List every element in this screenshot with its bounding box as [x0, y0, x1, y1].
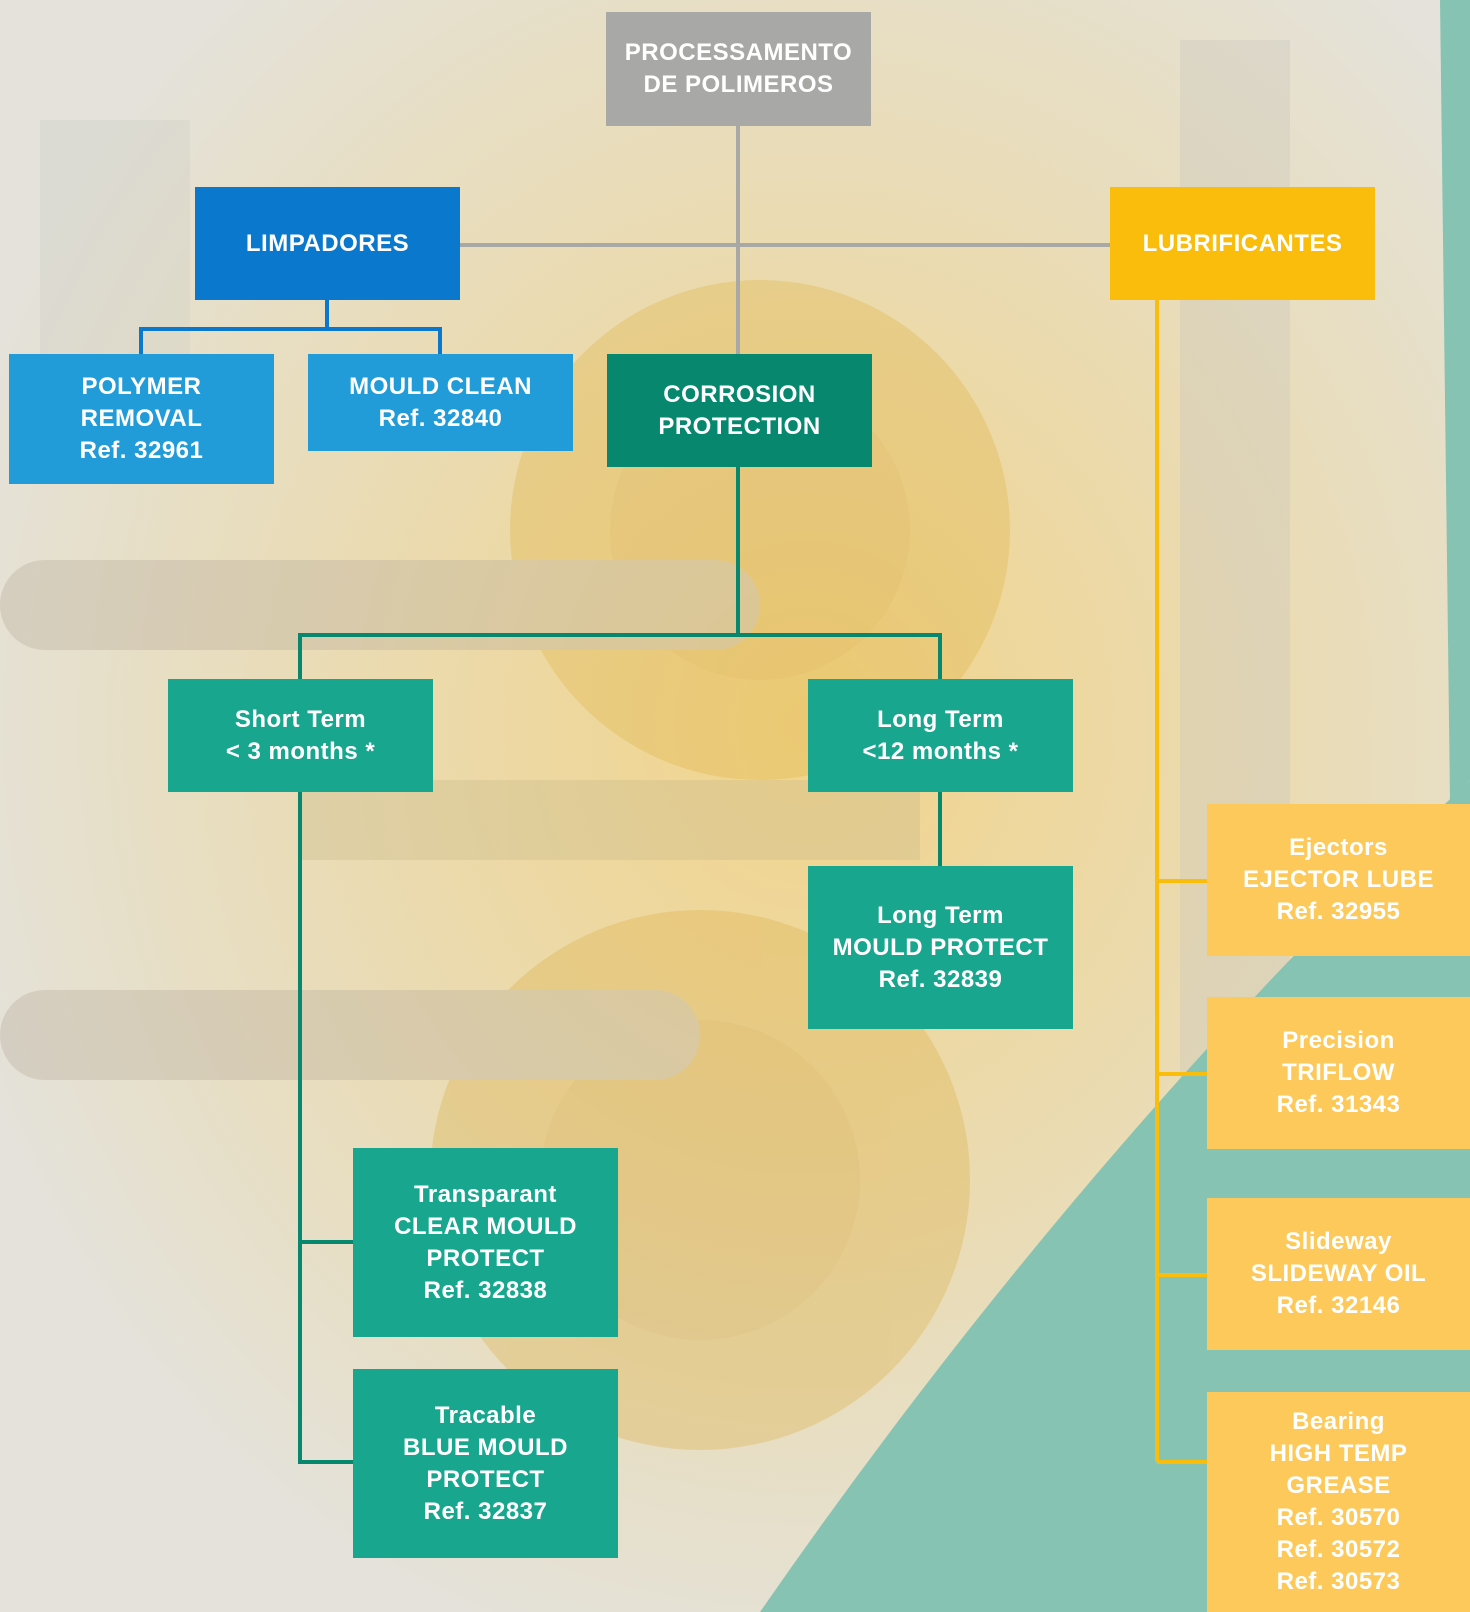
triflow-node: Precision TRIFLOW Ref. 31343	[1207, 997, 1470, 1149]
node-line: Ref. 30572	[1276, 1536, 1401, 1563]
node-line: Ejectors	[1289, 834, 1388, 861]
node-line: BLUE MOULD	[403, 1433, 568, 1461]
connector-corrosion-branches	[298, 633, 942, 679]
root-line: PROCESSAMENTO	[624, 39, 853, 66]
clear-mould-protect-node: Transparant CLEAR MOULD PROTECT Ref. 328…	[353, 1148, 618, 1337]
node-line: Transparant	[414, 1180, 557, 1208]
corrosion-protection-node: CORROSION PROTECTION	[607, 354, 872, 467]
slideway-oil-node: Slideway SLIDEWAY OIL Ref. 32146	[1207, 1198, 1470, 1350]
root-line: DE POLIMEROS	[643, 71, 834, 98]
node-line: PROTECTION	[658, 412, 821, 440]
node-line: MOULD PROTECT	[832, 933, 1049, 961]
node-line: Ref. 32146	[1276, 1292, 1401, 1319]
node-line: Ref. 30573	[1276, 1568, 1401, 1595]
node-line: Ref. 31343	[1276, 1091, 1401, 1118]
node-line: POLYMER	[81, 373, 202, 400]
node-line: Ref. 32840	[378, 404, 503, 432]
node-line: Precision	[1282, 1027, 1395, 1054]
node-line: GREASE	[1286, 1472, 1391, 1499]
high-temp-grease-node: Bearing HIGH TEMP GREASE Ref. 30570 Ref.…	[1207, 1392, 1470, 1612]
node-line: TRIFLOW	[1282, 1059, 1395, 1086]
connector-short-term	[298, 792, 353, 1464]
node-line: Ref. 32955	[1276, 898, 1401, 925]
lubrificantes-node: LUBRIFICANTES	[1110, 187, 1375, 300]
blue-mould-protect-node: Tracable BLUE MOULD PROTECT Ref. 32837	[353, 1369, 618, 1558]
ejector-lube-node: Ejectors EJECTOR LUBE Ref. 32955	[1207, 804, 1470, 956]
node-line: <12 months *	[862, 737, 1019, 765]
node-line: HIGH TEMP	[1269, 1440, 1408, 1467]
connector-limpadores	[139, 327, 442, 354]
node-line: Ref. 30570	[1276, 1504, 1401, 1531]
node-line: Slideway	[1285, 1228, 1392, 1255]
limpadores-label: LIMPADORES	[245, 229, 410, 257]
limpadores-node: LIMPADORES	[195, 187, 460, 300]
node-line: CORROSION	[663, 380, 816, 408]
node-line: PROTECT	[426, 1465, 545, 1493]
node-line: Short Term	[234, 705, 367, 733]
node-line: EJECTOR LUBE	[1243, 866, 1434, 893]
root-node: PROCESSAMENTO DE POLIMEROS	[606, 12, 871, 126]
node-line: PROTECT	[426, 1244, 545, 1272]
node-line: SLIDEWAY OIL	[1250, 1260, 1427, 1287]
long-term-mould-protect-node: Long Term MOULD PROTECT Ref. 32839	[808, 866, 1073, 1029]
node-line: Bearing	[1292, 1408, 1385, 1435]
node-line: Tracable	[434, 1401, 537, 1429]
node-line: < 3 months *	[225, 737, 376, 765]
node-line: CLEAR MOULD	[394, 1212, 577, 1240]
node-line: Ref. 32839	[878, 965, 1003, 993]
mould-clean-node: MOULD CLEAN Ref. 32840	[308, 354, 573, 451]
node-line: Ref. 32838	[423, 1276, 548, 1304]
long-term-node: Long Term <12 months *	[808, 679, 1073, 792]
node-line: Ref. 32961	[79, 437, 204, 464]
node-line: MOULD CLEAN	[349, 372, 532, 400]
short-term-node: Short Term < 3 months *	[168, 679, 433, 792]
polymer-removal-node: POLYMER REMOVAL Ref. 32961	[9, 354, 274, 484]
node-line: REMOVAL	[80, 405, 203, 432]
node-line: Ref. 32837	[423, 1497, 548, 1525]
lubrificantes-label: LUBRIFICANTES	[1142, 229, 1343, 257]
node-line: Long Term	[877, 705, 1004, 733]
node-line: Long Term	[877, 901, 1004, 929]
